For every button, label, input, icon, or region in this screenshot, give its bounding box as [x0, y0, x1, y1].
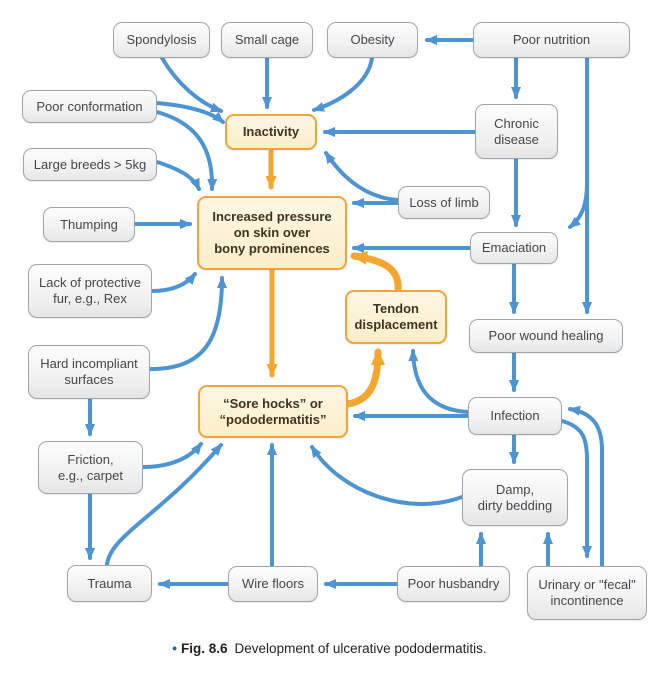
node-damp-bedding: Damp, dirty bedding: [462, 469, 568, 526]
edge-lack-fur-pressure: [150, 272, 197, 293]
node-large-breeds: Large breeds > 5kg: [23, 148, 157, 181]
edge-spondylosis-inactivity: [160, 56, 223, 113]
edge-hard-pressure: [148, 276, 227, 371]
node-emaciation: Emaciation: [470, 232, 558, 264]
edge-trauma-sore-hocks: [105, 443, 223, 566]
edge-tendon-pressure: [350, 250, 402, 294]
arrows-layer: [85, 35, 604, 589]
node-wire-floors: Wire floors: [228, 566, 318, 602]
edge-damp-sore-hocks: [310, 445, 464, 506]
edge-obesity-inactivity: [312, 56, 374, 112]
edge-large-breeds-pressure: [155, 160, 201, 191]
node-poor-wound-healing: Poor wound healing: [469, 319, 623, 353]
node-small-cage: Small cage: [221, 22, 313, 58]
node-sore-hocks: “Sore hocks” or “pododermatitis”: [198, 385, 348, 438]
node-obesity: Obesity: [327, 22, 418, 58]
node-loss-of-limb: Loss of limb: [398, 186, 490, 219]
node-increased-pressure: Increased pressure on skin over bony pro…: [197, 196, 347, 270]
node-lack-of-fur: Lack of protective fur, e.g., Rex: [28, 264, 152, 318]
node-thumping: Thumping: [43, 207, 135, 242]
node-poor-conformation: Poor conformation: [22, 90, 157, 123]
node-trauma: Trauma: [67, 565, 152, 602]
caption-figure-number: Fig. 8.6: [181, 641, 228, 656]
node-tendon-displacement: Tendon displacement: [345, 290, 447, 344]
figure-caption: •Fig. 8.6 Development of ulcerative podod…: [0, 641, 659, 656]
node-infection: Infection: [468, 397, 562, 435]
node-inactivity: Inactivity: [225, 114, 317, 150]
edge-poor-nutrition-emaciation: [568, 181, 589, 229]
node-poor-husbandry: Poor husbandry: [397, 566, 510, 602]
node-friction: Friction, e.g., carpet: [38, 441, 143, 494]
edge-friction-sore-hocks: [141, 442, 203, 469]
node-chronic-disease: Chronic disease: [475, 104, 558, 159]
caption-bullet-icon: •: [172, 641, 178, 656]
node-hard-surfaces: Hard incompliant surfaces: [28, 345, 150, 399]
edge-infection-urinary: [560, 419, 592, 558]
node-poor-nutrition: Poor nutrition: [473, 22, 630, 58]
edge-infection-tendon: [408, 349, 470, 414]
caption-text: Development of ulcerative pododermatitis…: [234, 641, 487, 656]
edge-sore-hocks-tendon: [344, 348, 385, 408]
edge-loss-limb-inactivity: [324, 151, 400, 202]
edge-urinary-infection: [568, 405, 604, 568]
edge-poor-conformation-pressure: [155, 110, 218, 191]
edge-poor-conformation-inactivity: [155, 101, 225, 124]
node-urinary-incontinence: Urinary or "fecal" incontinence: [527, 566, 647, 620]
node-spondylosis: Spondylosis: [113, 22, 210, 58]
